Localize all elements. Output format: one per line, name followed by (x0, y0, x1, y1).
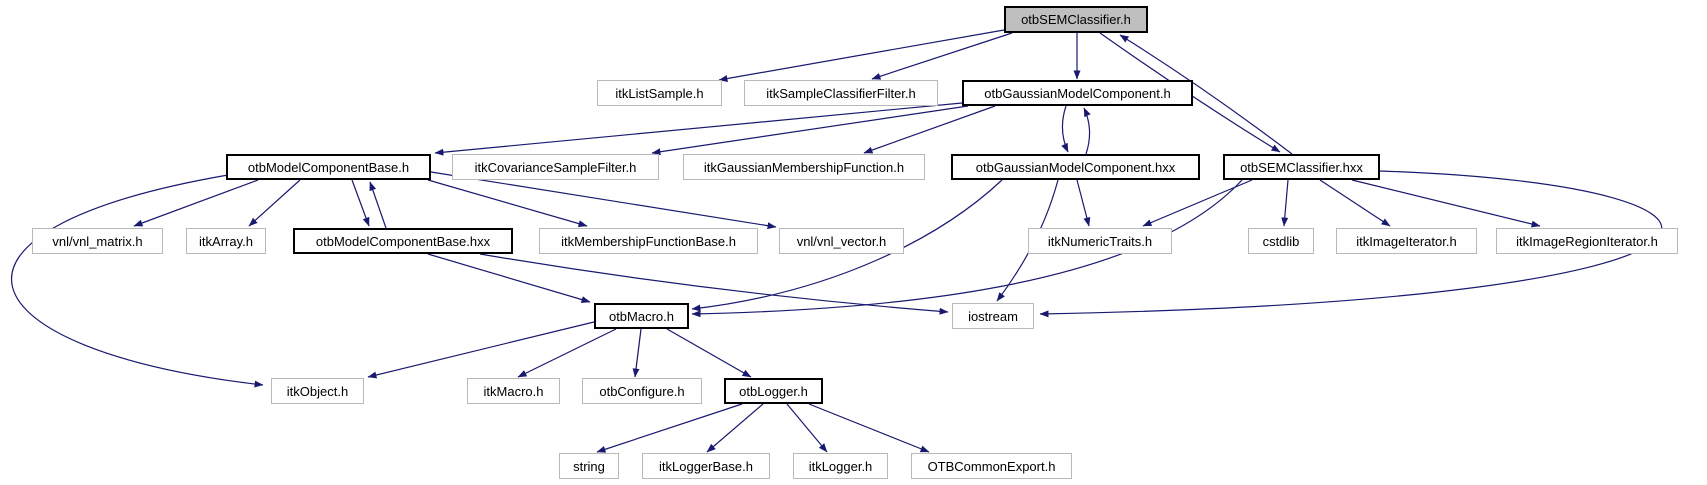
graph-node-string: string (559, 453, 619, 479)
edge-sem_hxx-to-sem_h (1119, 34, 1293, 155)
edges-group (10, 29, 1663, 453)
graph-node-iostream: iostream (952, 303, 1034, 329)
edge-gmc_h-to-gaussmember (863, 105, 996, 154)
edge-gmc_h-to-gmc_hxx (1061, 105, 1069, 153)
edge-sem_hxx-to-imageregion (1351, 179, 1541, 228)
graph-node-otbconfigure: otbConfigure.h (582, 378, 702, 404)
edge-mcb_h-to-membership (427, 179, 588, 227)
graph-node-numerictraits: itkNumericTraits.h (1028, 228, 1172, 254)
graph-node-listsample: itkListSample.h (597, 80, 722, 106)
edge-mcb_h-to-vnlvector (430, 171, 777, 230)
edge-mcb_h-to-mcb_hxx (351, 179, 370, 227)
edge-otbmacro-to-itkmacro (517, 328, 617, 378)
graph-node-itkobject: itkObject.h (271, 378, 364, 404)
graph-node-itkarray: itkArray.h (186, 228, 266, 254)
graph-node-sampleclassifier: itkSampleClassifierFilter.h (744, 80, 938, 106)
edge-otblogger-to-loggerbase (706, 403, 764, 453)
graph-node-commonexport: OTBCommonExport.h (911, 453, 1072, 479)
edge-otbmacro-to-otbconfigure (632, 328, 642, 378)
edge-mcb_hxx-to-iostream (479, 253, 949, 315)
edge-otbmacro-to-otblogger (666, 328, 752, 378)
edge-otblogger-to-commonexport (808, 403, 930, 453)
edge-mcb_h-to-itkobject (10, 174, 264, 388)
graph-node-imageiterator: itkImageIterator.h (1336, 228, 1477, 254)
edge-gmc_hxx-to-otbmacro (691, 179, 1003, 312)
graph-node-gmc_hxx[interactable]: otbGaussianModelComponent.hxx (951, 154, 1200, 180)
graph-node-itkmacro: itkMacro.h (467, 378, 560, 404)
graph-node-membership: itkMembershipFunctionBase.h (539, 228, 758, 254)
graph-node-itklogger: itkLogger.h (793, 453, 888, 479)
graph-node-vnlmatrix: vnl/vnl_matrix.h (32, 228, 163, 254)
edge-sem_h-to-sampleclassifier (871, 32, 1013, 80)
edge-sem_hxx-to-cstdlib (1281, 179, 1289, 227)
graph-node-mcb_h[interactable]: otbModelComponentBase.h (226, 154, 431, 180)
graph-node-cstdlib: cstdlib (1248, 228, 1314, 254)
graph-node-otbmacro[interactable]: otbMacro.h (594, 303, 689, 329)
edge-sem_hxx-to-otbmacro (691, 179, 1243, 318)
graph-node-imageregion: itkImageRegionIterator.h (1496, 228, 1678, 254)
graph-node-covariance: itkCovarianceSampleFilter.h (452, 154, 659, 180)
graph-node-gmc_h[interactable]: otbGaussianModelComponent.h (962, 80, 1193, 106)
edge-gmc_h-to-mcb_h (434, 102, 963, 156)
edge-otbmacro-to-itkobject (367, 321, 595, 379)
graph-node-sem_hxx[interactable]: otbSEMClassifier.hxx (1223, 154, 1380, 180)
edge-mcb_hxx-to-otbmacro (427, 253, 591, 303)
edge-sem_h-to-listsample (718, 29, 1005, 82)
edge-gmc_hxx-to-numerictraits (1076, 179, 1091, 227)
edge-mcb_hxx-to-mcb_h (369, 181, 387, 229)
edge-mcb_h-to-vnlmatrix (133, 179, 259, 227)
edge-gmc_hxx-to-gmc_h (1083, 107, 1091, 155)
edge-otblogger-to-string (596, 403, 743, 453)
graph-node-sem_h: otbSEMClassifier.h (1004, 6, 1148, 33)
graph-node-gaussmember: itkGaussianMembershipFunction.h (683, 154, 925, 180)
graph-node-otblogger[interactable]: otbLogger.h (724, 378, 823, 404)
edge-mcb_h-to-itkarray (248, 179, 301, 227)
graph-node-loggerbase: itkLoggerBase.h (642, 453, 770, 479)
graph-node-vnlvector: vnl/vnl_vector.h (779, 228, 904, 254)
graph-node-mcb_hxx[interactable]: otbModelComponentBase.hxx (293, 228, 513, 254)
edge-sem_hxx-to-imageiterator (1319, 179, 1391, 227)
edge-gmc_h-to-covariance (651, 105, 969, 156)
edge-otblogger-to-itklogger (786, 403, 828, 453)
